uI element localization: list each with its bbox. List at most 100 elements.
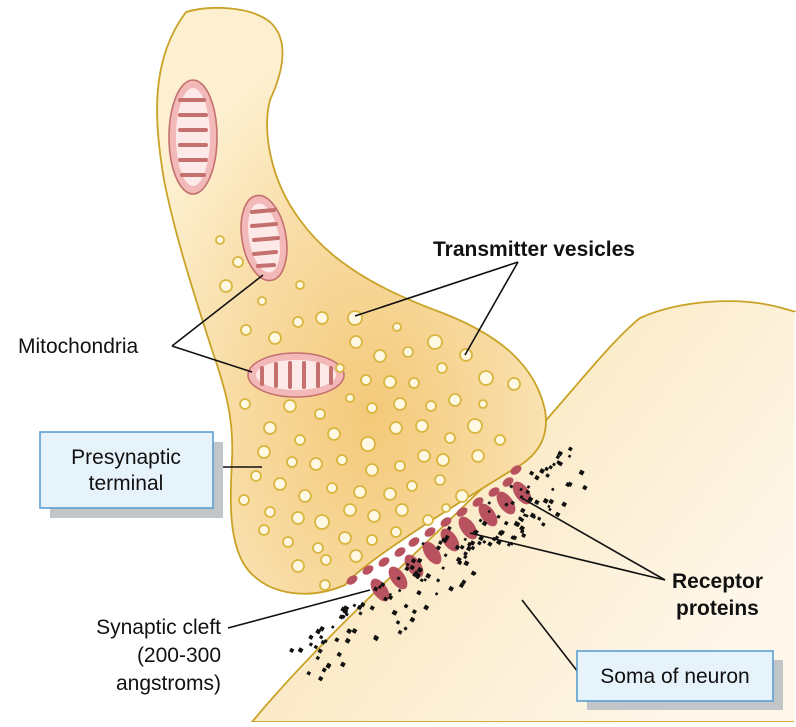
- vesicle: [315, 409, 325, 419]
- presynaptic-label-line1: Presynaptic: [71, 446, 181, 469]
- vesicle: [391, 527, 401, 537]
- vesicle: [339, 532, 351, 544]
- vesicle: [292, 512, 304, 524]
- vesicle: [361, 437, 375, 451]
- vesicle: [428, 335, 442, 349]
- vesicle: [241, 325, 251, 335]
- vesicle: [337, 455, 347, 465]
- vesicle: [368, 510, 380, 522]
- vesicle: [258, 446, 270, 458]
- vesicle: [367, 535, 377, 545]
- vesicle: [456, 490, 468, 502]
- vesicle: [468, 419, 482, 433]
- active-zone: [377, 555, 391, 568]
- vesicle: [284, 400, 296, 412]
- vesicle: [403, 347, 413, 357]
- vesicle: [315, 515, 329, 529]
- vesicle: [320, 580, 330, 590]
- vesicle: [274, 478, 286, 490]
- vesicle: [366, 464, 378, 476]
- vesicle: [374, 350, 386, 362]
- vesicle: [216, 236, 224, 244]
- vesicle: [258, 297, 266, 305]
- vesicle: [437, 454, 449, 466]
- vesicle: [416, 420, 428, 432]
- active-zone: [407, 535, 421, 548]
- transmitter-molecule: [331, 625, 335, 629]
- vesicle: [361, 375, 371, 385]
- presynaptic-label-line2: terminal: [89, 472, 164, 495]
- mitochondrion-3: [248, 353, 344, 397]
- vesicle: [313, 543, 323, 553]
- vesicle: [407, 481, 417, 491]
- vesicle: [472, 450, 484, 462]
- vesicle: [396, 504, 408, 516]
- vesicle: [348, 311, 362, 325]
- vesicle: [508, 378, 520, 390]
- vesicle: [460, 349, 472, 361]
- transmitter-molecule: [309, 642, 313, 646]
- vesicle: [479, 400, 487, 408]
- vesicle: [346, 394, 354, 402]
- vesicle: [426, 401, 436, 411]
- transmitter-vesicles-label: Transmitter vesicles: [433, 238, 635, 261]
- soma-label-box: Soma of neuron: [577, 651, 783, 710]
- receptor-label-line1: Receptor: [672, 570, 763, 593]
- soma-label: Soma of neuron: [600, 665, 749, 688]
- vesicle: [367, 403, 377, 413]
- vesicle: [292, 560, 304, 572]
- synaptic-cleft-label-line2: (200-300: [137, 644, 221, 667]
- vesicle: [344, 504, 356, 516]
- vesicle: [350, 550, 362, 562]
- vesicle: [296, 281, 304, 289]
- vesicle: [220, 280, 232, 292]
- vesicle: [283, 537, 293, 547]
- vesicle: [418, 450, 430, 462]
- vesicle: [233, 257, 243, 267]
- transmitter-molecule: [298, 647, 304, 653]
- vesicle: [390, 422, 402, 434]
- transmitter-molecule: [319, 635, 323, 639]
- vesicle: [394, 398, 406, 410]
- vesicle: [354, 486, 366, 498]
- transmitter-molecule: [353, 604, 357, 608]
- vesicle: [384, 488, 396, 500]
- transmitter-molecule: [308, 635, 313, 640]
- vesicle: [239, 495, 249, 505]
- vesicle: [445, 433, 455, 443]
- vesicle: [437, 363, 447, 373]
- mitochondrion-1: [169, 80, 217, 194]
- vesicle: [479, 371, 493, 385]
- active-zone: [393, 545, 407, 558]
- vesicle: [350, 336, 362, 348]
- vesicle: [449, 394, 461, 406]
- vesicle: [336, 364, 344, 372]
- vesicle: [328, 428, 340, 440]
- vesicle: [423, 515, 433, 525]
- vesicle: [293, 317, 303, 327]
- vesicle: [393, 323, 401, 331]
- vesicle: [299, 490, 311, 502]
- vesicle: [327, 483, 337, 493]
- vesicle: [310, 458, 322, 470]
- vesicle: [442, 504, 450, 512]
- mitochondria-label: Mitochondria: [18, 335, 139, 358]
- vesicle: [316, 312, 328, 324]
- vesicle: [259, 525, 269, 535]
- vesicle: [287, 457, 297, 467]
- vesicle: [435, 475, 445, 485]
- presynaptic-terminal-label-box: Presynaptic terminal: [40, 432, 223, 518]
- vesicle: [264, 422, 276, 434]
- synaptic-cleft-label-line1: Synaptic cleft: [96, 616, 221, 639]
- synaptic-cleft-label-line3: angstroms): [116, 672, 221, 695]
- vesicle: [251, 471, 261, 481]
- vesicle: [265, 507, 275, 517]
- vesicle: [395, 461, 405, 471]
- vesicle: [384, 376, 396, 388]
- vesicle: [295, 435, 305, 445]
- vesicle: [269, 332, 281, 344]
- vesicle: [240, 399, 250, 409]
- transmitter-molecule: [289, 648, 294, 653]
